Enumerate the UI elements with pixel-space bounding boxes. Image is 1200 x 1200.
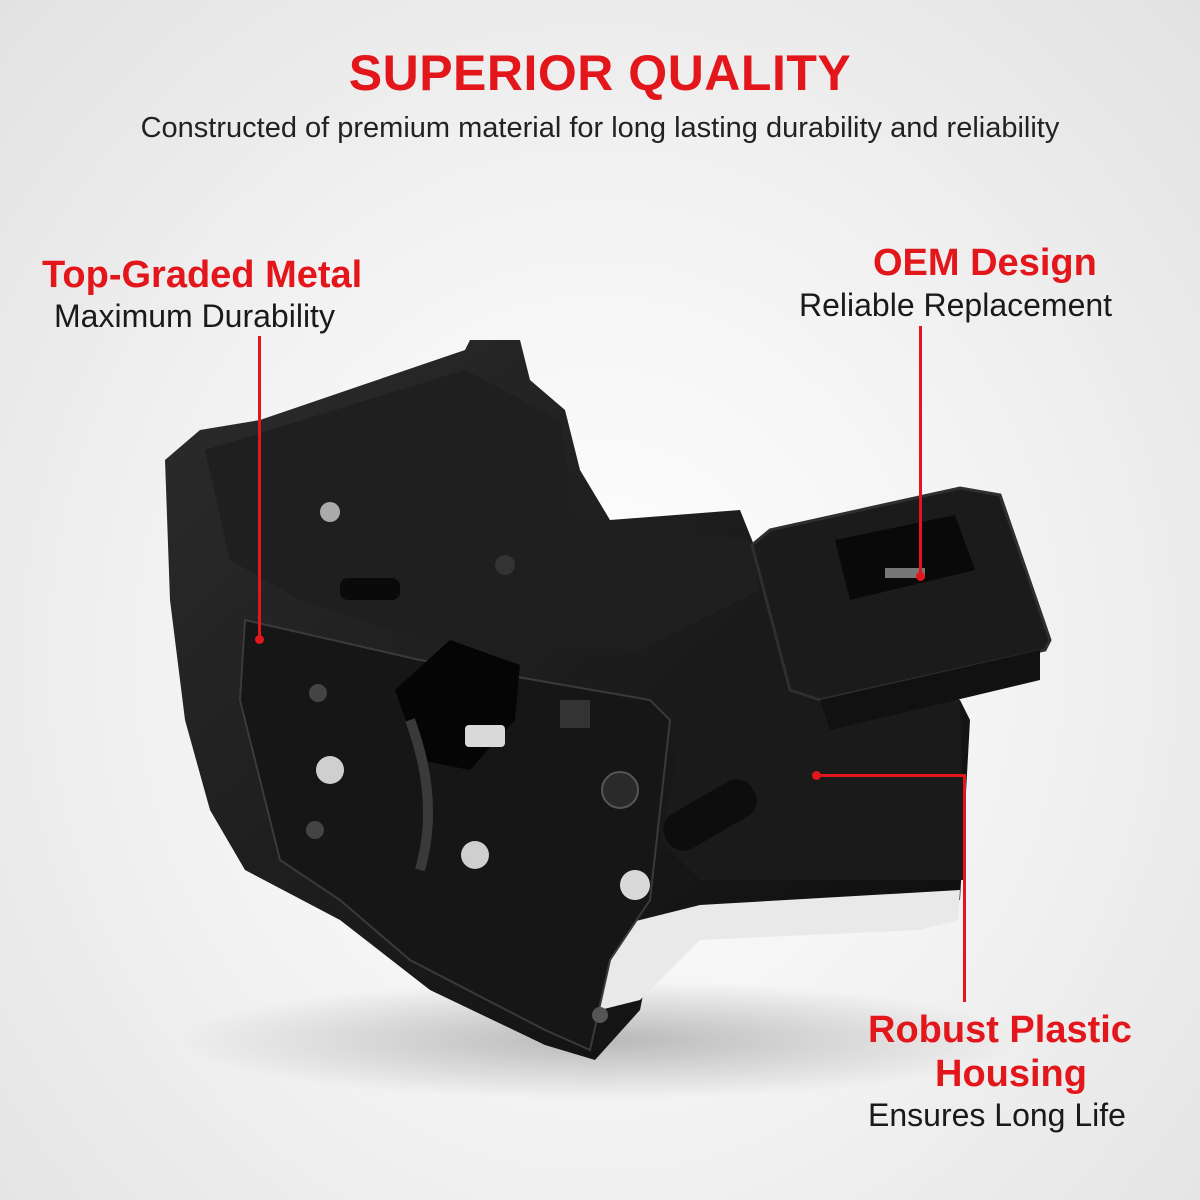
callout-housing-description: Ensures Long Life [868,1097,1126,1133]
callout-metal-dot [255,635,264,644]
callout-metal-line [258,336,261,638]
callout-oem-line [919,326,922,576]
callout-oem-dot [916,572,925,581]
callout-housing-heading-line2: Housing [935,1053,1087,1095]
callout-housing-line-vertical [963,774,966,1002]
callout-housing-heading-line1: Robust Plastic [868,1009,1132,1051]
callout-oem-heading: OEM Design [873,242,1097,284]
subheadline: Constructed of premium material for long… [140,112,1060,144]
callout-metal-description: Maximum Durability [54,298,335,334]
headline: SUPERIOR QUALITY [348,45,852,101]
callout-housing-line-horizontal [816,774,966,777]
callout-metal-heading: Top-Graded Metal [42,254,363,296]
callout-oem-description: Reliable Replacement [799,287,1113,323]
